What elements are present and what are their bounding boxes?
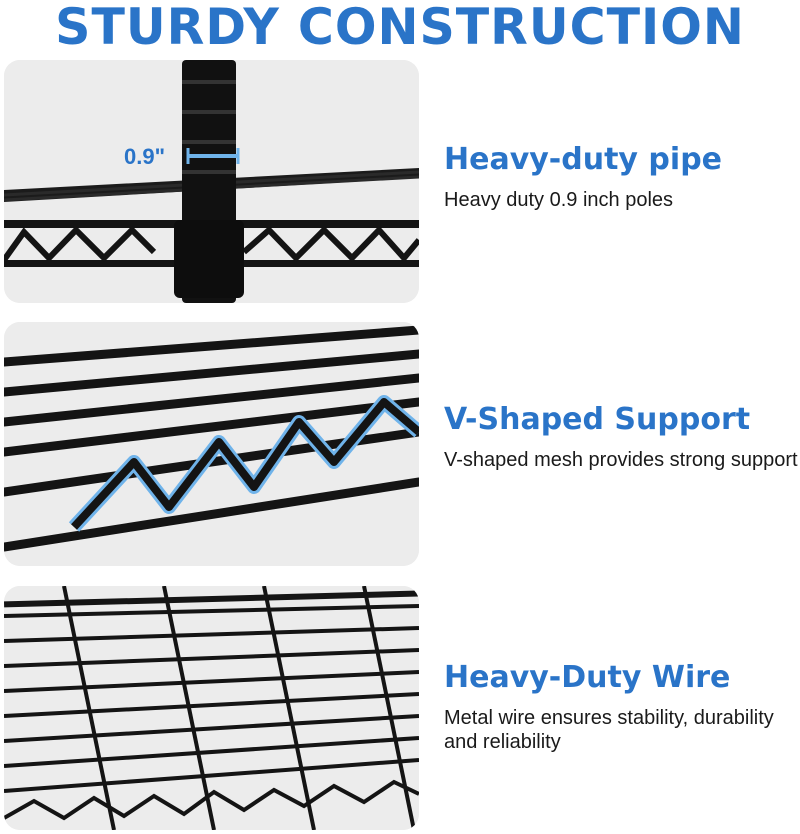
wire-grid-closeup-image bbox=[4, 586, 419, 830]
feature-v-shaped-support: V-Shaped Support V-shaped mesh provides … bbox=[444, 402, 800, 472]
feature-description: V-shaped mesh provides strong support bbox=[444, 449, 798, 471]
feature-heavy-duty-pipe: Heavy-duty pipe Heavy duty 0.9 inch pole… bbox=[444, 142, 800, 212]
feature-heavy-duty-wire: Heavy-Duty Wire Metal wire ensures stabi… bbox=[444, 660, 800, 754]
pipe-illustration: 0.9" bbox=[4, 60, 419, 303]
v-support-illustration bbox=[4, 322, 419, 566]
feature-title: V-Shaped Support bbox=[444, 402, 751, 437]
pipe-closeup-image: 0.9" bbox=[4, 60, 419, 303]
feature-description: Metal wire ensures stability, durability… bbox=[444, 707, 774, 753]
feature-description: Heavy duty 0.9 inch poles bbox=[444, 189, 674, 211]
wire-grid-illustration bbox=[4, 586, 419, 830]
feature-title: Heavy-Duty Wire bbox=[444, 660, 731, 695]
page-headline: STURDY CONSTRUCTION bbox=[55, 0, 745, 56]
feature-title: Heavy-duty pipe bbox=[444, 142, 723, 177]
pole-diameter-label: 0.9" bbox=[124, 144, 165, 169]
v-support-closeup-image bbox=[4, 322, 419, 566]
